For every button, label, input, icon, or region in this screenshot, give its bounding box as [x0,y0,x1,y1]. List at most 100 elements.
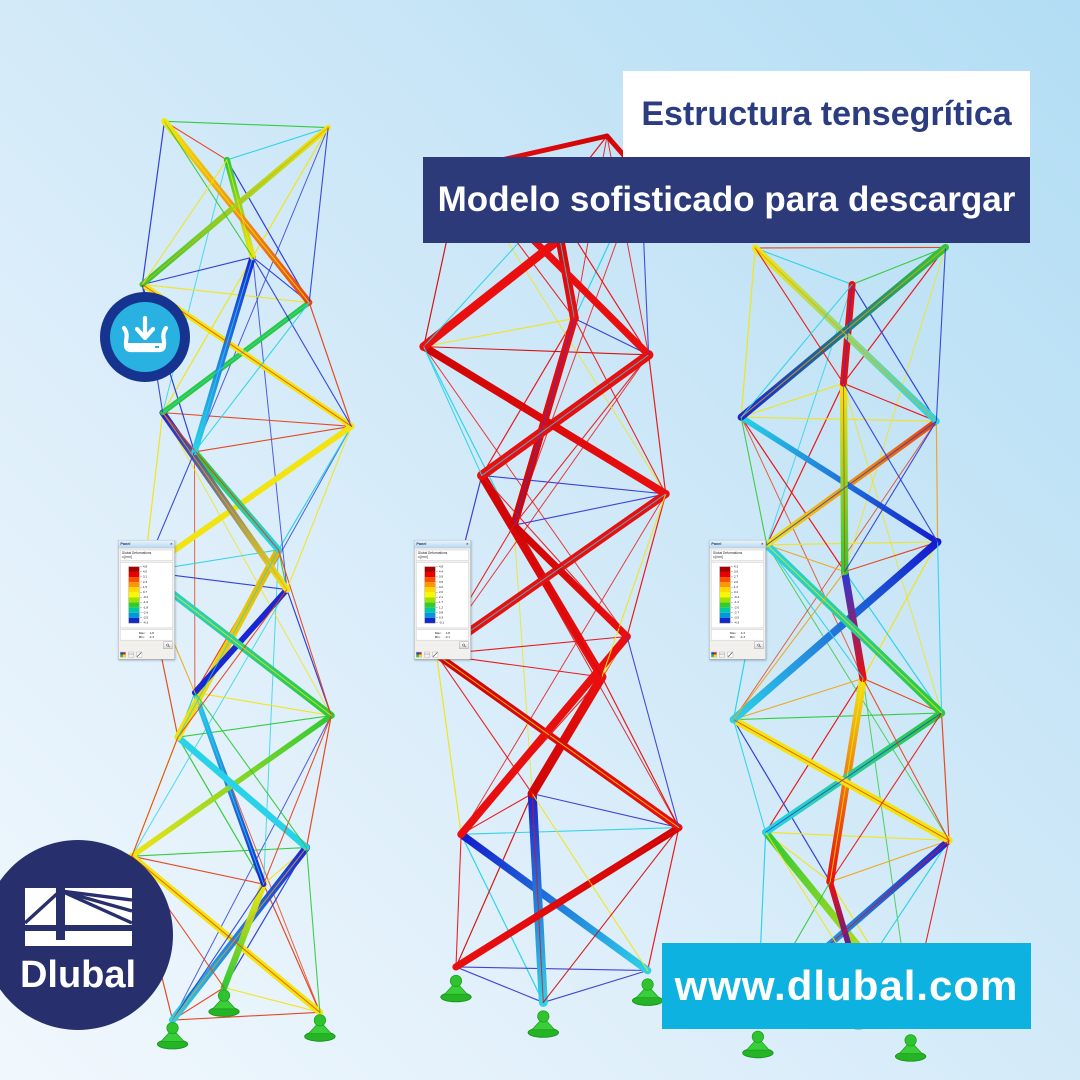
magnifier-button[interactable] [163,641,173,649]
close-icon[interactable]: × [170,542,173,547]
color-band [424,607,436,613]
result-type-line1: Global Deformations [121,551,152,555]
magnifier-icon [462,643,466,648]
magnifier-button[interactable] [754,641,764,649]
panel-titlebar[interactable]: Panel× [414,540,471,549]
bridge-icon [23,888,133,946]
scale-tick-label: 1.5 [140,585,147,588]
color-band [128,597,140,603]
color-band [128,577,140,583]
scale-tick-label: 0.8 [436,611,443,614]
download-tray [126,343,164,351]
color-band [424,566,436,572]
panel-edit-icon[interactable] [136,651,143,658]
dlubal-logo: Dlubal [0,840,173,1030]
scale-tick-label: 3.0 [436,585,443,588]
color-band [128,582,140,588]
max-value: 4.8 [149,631,154,635]
color-band [719,587,731,593]
download-button[interactable] [97,289,193,385]
max-value: 4.3 [740,631,745,635]
panel-edit-icon[interactable] [432,651,439,658]
scale-tick-label: 4.8 [140,565,147,568]
scale-tick-label: -4.3 [731,621,739,624]
color-band [424,587,436,593]
color-band [424,617,436,623]
color-band [719,582,731,588]
panel-edit-icon[interactable] [727,651,734,658]
panel-colors-icon[interactable] [711,651,717,658]
max-label: Max : [138,631,147,635]
min-value: -4.3 [148,635,155,639]
scale-tick-label: 3.5 [731,570,738,573]
max-label: Max : [434,631,443,635]
scale-tick-label: -2.6 [140,611,148,614]
scale-tick-label: 3.5 [436,580,443,583]
close-icon[interactable]: × [466,542,469,547]
logo-wordmark: Dlubal [20,954,136,996]
color-band [424,612,436,618]
panel-titlebar[interactable]: Panel× [118,540,175,549]
panel-title: Panel [711,542,722,547]
website-url: www.dlubal.com [674,962,1019,1009]
color-band [424,582,436,588]
color-band [719,602,731,608]
panel-gray-icon[interactable] [128,651,134,658]
scale-tick-label: 0.4 [731,590,738,593]
color-band [424,592,436,598]
scale-tick-label: 2.3 [140,580,147,583]
headline-text: Estructura tensegrítica [641,94,1012,133]
color-band [424,571,436,578]
scale-tick-label: 2.1 [436,595,443,598]
scale-tick-label: 2.7 [731,575,738,578]
color-band [719,612,731,618]
color-band [128,587,140,593]
color-band [424,602,436,608]
scale-tick-label: -4.3 [140,621,148,624]
panel-gray-icon[interactable] [719,651,725,658]
website-banner[interactable]: www.dlubal.com [662,943,1031,1029]
scale-tick-label: 1.2 [731,585,738,588]
close-icon[interactable]: × [761,542,764,547]
scale-tick-label: 1.2 [436,606,443,609]
color-band [719,571,731,578]
magnifier-icon [757,643,761,648]
color-scale-bar [128,566,140,624]
magnifier-button[interactable] [459,641,469,649]
color-band [719,566,731,572]
color-band [719,597,731,603]
panel-titlebar[interactable]: Panel × [709,540,766,549]
color-band [719,592,731,598]
color-band [128,566,140,572]
scale-tick-label: 2.6 [436,590,443,593]
min-label: Min : [729,635,737,639]
panel-gray-icon[interactable] [424,651,430,658]
panel-colors-icon[interactable] [416,651,422,658]
scale-tick-label: 2.0 [731,580,738,583]
min-label: Min : [138,635,146,639]
subtitle-banner: Modelo sofisticado para descargar [423,157,1030,243]
color-band [424,577,436,583]
scale-tick-label: 1.7 [436,601,443,604]
color-scale-bar [424,566,436,624]
color-band [128,592,140,598]
magnifier-icon [166,643,170,648]
result-type-line2: u [mm] [121,555,132,560]
scale-tick-label: -0.4 [731,595,739,598]
subtitle-text: Modelo sofisticado para descargar [437,180,1016,219]
scale-tick-label: -2.0 [731,606,739,609]
panel-colors-icon[interactable] [120,651,126,658]
